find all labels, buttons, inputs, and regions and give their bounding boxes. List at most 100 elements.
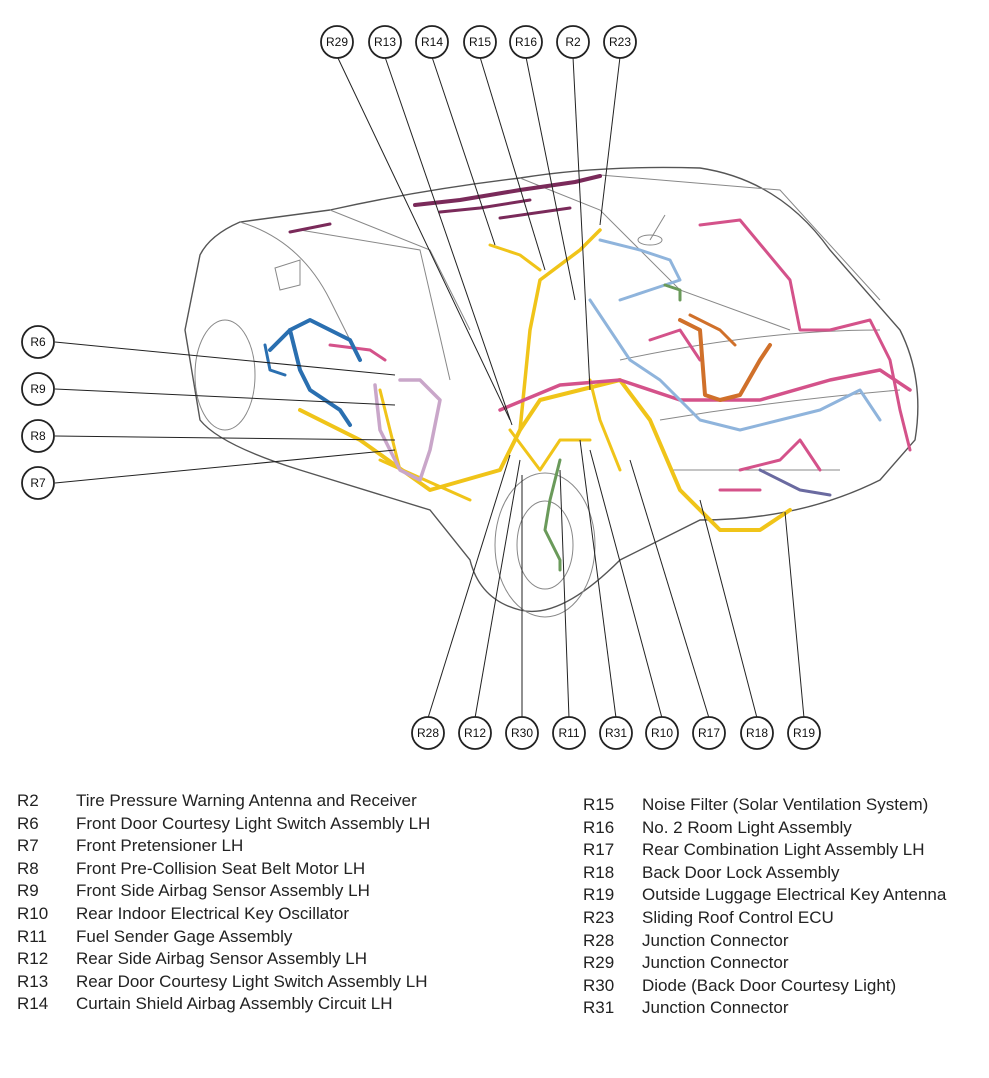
svg-text:R6: R6 [30, 335, 46, 349]
legend-code: R15 [583, 795, 615, 814]
svg-text:R30: R30 [511, 726, 533, 740]
leader-lines [54, 55, 805, 719]
svg-text:R17: R17 [698, 726, 720, 740]
svg-text:R31: R31 [605, 726, 627, 740]
callout-R18: R18 [740, 716, 774, 750]
legend-code: R30 [583, 975, 615, 995]
legend-name: Front Pre-Collision Seat Belt Motor LH [76, 858, 366, 878]
legend-name: Outside Luggage Electrical Key Antenna [642, 885, 947, 905]
legend-item: R28 Junction Connector [583, 930, 983, 953]
legend-name: Tire Pressure Warning Antenna and Receiv… [76, 791, 417, 810]
harness-orange [678, 318, 772, 402]
legend-item: R13 Rear Door Courtesy Light Switch Assem… [17, 971, 537, 994]
legend-code: R13 [17, 971, 49, 991]
legend-name: Junction Connector [642, 930, 789, 950]
legend-name: Fuel Sender Gage Assembly [76, 926, 293, 946]
callout-R28: R28 [411, 716, 445, 750]
svg-text:R2: R2 [565, 35, 581, 49]
legend-code: R16 [583, 817, 615, 837]
legend-name: Rear Door Courtesy Light Switch Assembly… [76, 971, 428, 991]
callout-R7: R7 [21, 466, 55, 500]
legend-code: R10 [17, 903, 49, 923]
legend-item: R30 Diode (Back Door Courtesy Light) [583, 975, 983, 998]
legend-item: R6 Front Door Courtesy Light Switch Assem… [17, 813, 537, 836]
legend-code: R11 [17, 926, 47, 946]
legend-name: Junction Connector [642, 953, 789, 973]
callout-R31: R31 [599, 716, 633, 750]
legend-name: Front Pretensioner LH [76, 836, 244, 856]
callout-R9: R9 [21, 372, 55, 406]
svg-text:R18: R18 [746, 726, 768, 740]
legend-item: R15 Noise Filter (Solar Ventilation Syste… [583, 794, 983, 817]
legend-item: R14 Curtain Shield Airbag Assembly Circui… [17, 993, 537, 1016]
legend-item: R10 Rear Indoor Electrical Key Oscillator [17, 903, 537, 926]
svg-text:R11: R11 [558, 726, 579, 740]
legend-item: R31 Junction Connector [583, 997, 983, 1020]
legend-item: R7 Front Pretensioner LH [17, 835, 537, 858]
svg-text:R7: R7 [30, 476, 46, 490]
legend-code: R31 [583, 998, 615, 1018]
legend-code: R7 [17, 836, 39, 856]
legend-code: R14 [17, 994, 49, 1014]
legend-code: R28 [583, 930, 615, 950]
harness-blue [268, 318, 362, 427]
svg-text:R10: R10 [651, 726, 673, 740]
legend-name: Diode (Back Door Courtesy Light) [642, 975, 897, 995]
harness-lightblue [588, 298, 882, 432]
legend-right: R15 Noise Filter (Solar Ventilation Syste… [583, 794, 983, 1020]
legend-item: R16 No. 2 Room Light Assembly [583, 817, 983, 840]
legend-item: R29 Junction Connector [583, 952, 983, 975]
callout-R29: R29 [320, 25, 354, 59]
callout-R15: R15 [463, 25, 497, 59]
legend-name: Noise Filter (Solar Ventilation System) [642, 795, 929, 814]
callout-R30: R30 [505, 716, 539, 750]
legend-name: Front Door Courtesy Light Switch Assembl… [76, 813, 431, 833]
legend-name: Curtain Shield Airbag Assembly Circuit L… [76, 994, 393, 1014]
callout-R17: R17 [692, 716, 726, 750]
legend-name: Sliding Roof Control ECU [642, 907, 834, 927]
svg-text:R9: R9 [30, 382, 46, 396]
harness-green [543, 458, 562, 572]
harness-lilac [373, 378, 442, 482]
legend-code: R6 [17, 813, 39, 833]
wiring-harnesses [263, 174, 912, 572]
callout-R14: R14 [415, 25, 449, 59]
legend-name: Rear Side Airbag Sensor Assembly LH [76, 949, 368, 969]
legend-code: R17 [583, 840, 615, 860]
harness-yellow-main [298, 378, 792, 532]
svg-text:R15: R15 [469, 35, 491, 49]
legend-name: Front Side Airbag Sensor Assembly LH [76, 881, 370, 901]
callout-R12: R12 [458, 716, 492, 750]
callout-R8: R8 [21, 419, 55, 453]
legend-code: R29 [583, 953, 615, 973]
callout-R16: R16 [509, 25, 543, 59]
callout-R2: R2 [556, 25, 590, 59]
legend-name: Junction Connector [642, 998, 789, 1018]
legend-code: R18 [583, 862, 615, 882]
svg-text:R19: R19 [793, 726, 815, 740]
svg-text:R13: R13 [374, 35, 396, 49]
legend-name: Rear Indoor Electrical Key Oscillator [76, 903, 350, 923]
legend-item: R12 Rear Side Airbag Sensor Assembly LH [17, 948, 537, 971]
car-body [184, 166, 919, 618]
legend-code: R12 [17, 949, 49, 969]
svg-text:R12: R12 [464, 726, 486, 740]
legend-item: R9 Front Side Airbag Sensor Assembly LH [17, 880, 537, 903]
callout-R10: R10 [645, 716, 679, 750]
svg-text:R16: R16 [515, 35, 537, 49]
legend-code: R9 [17, 881, 39, 901]
callout-R6: R6 [21, 325, 55, 359]
legend-code: R23 [583, 907, 615, 927]
harness-roof-purple [413, 174, 602, 207]
callout-R23: R23 [603, 25, 637, 59]
legend-name: No. 2 Room Light Assembly [642, 817, 852, 837]
svg-text:R23: R23 [609, 35, 631, 49]
callout-R13: R13 [368, 25, 402, 59]
svg-text:R14: R14 [421, 35, 443, 49]
